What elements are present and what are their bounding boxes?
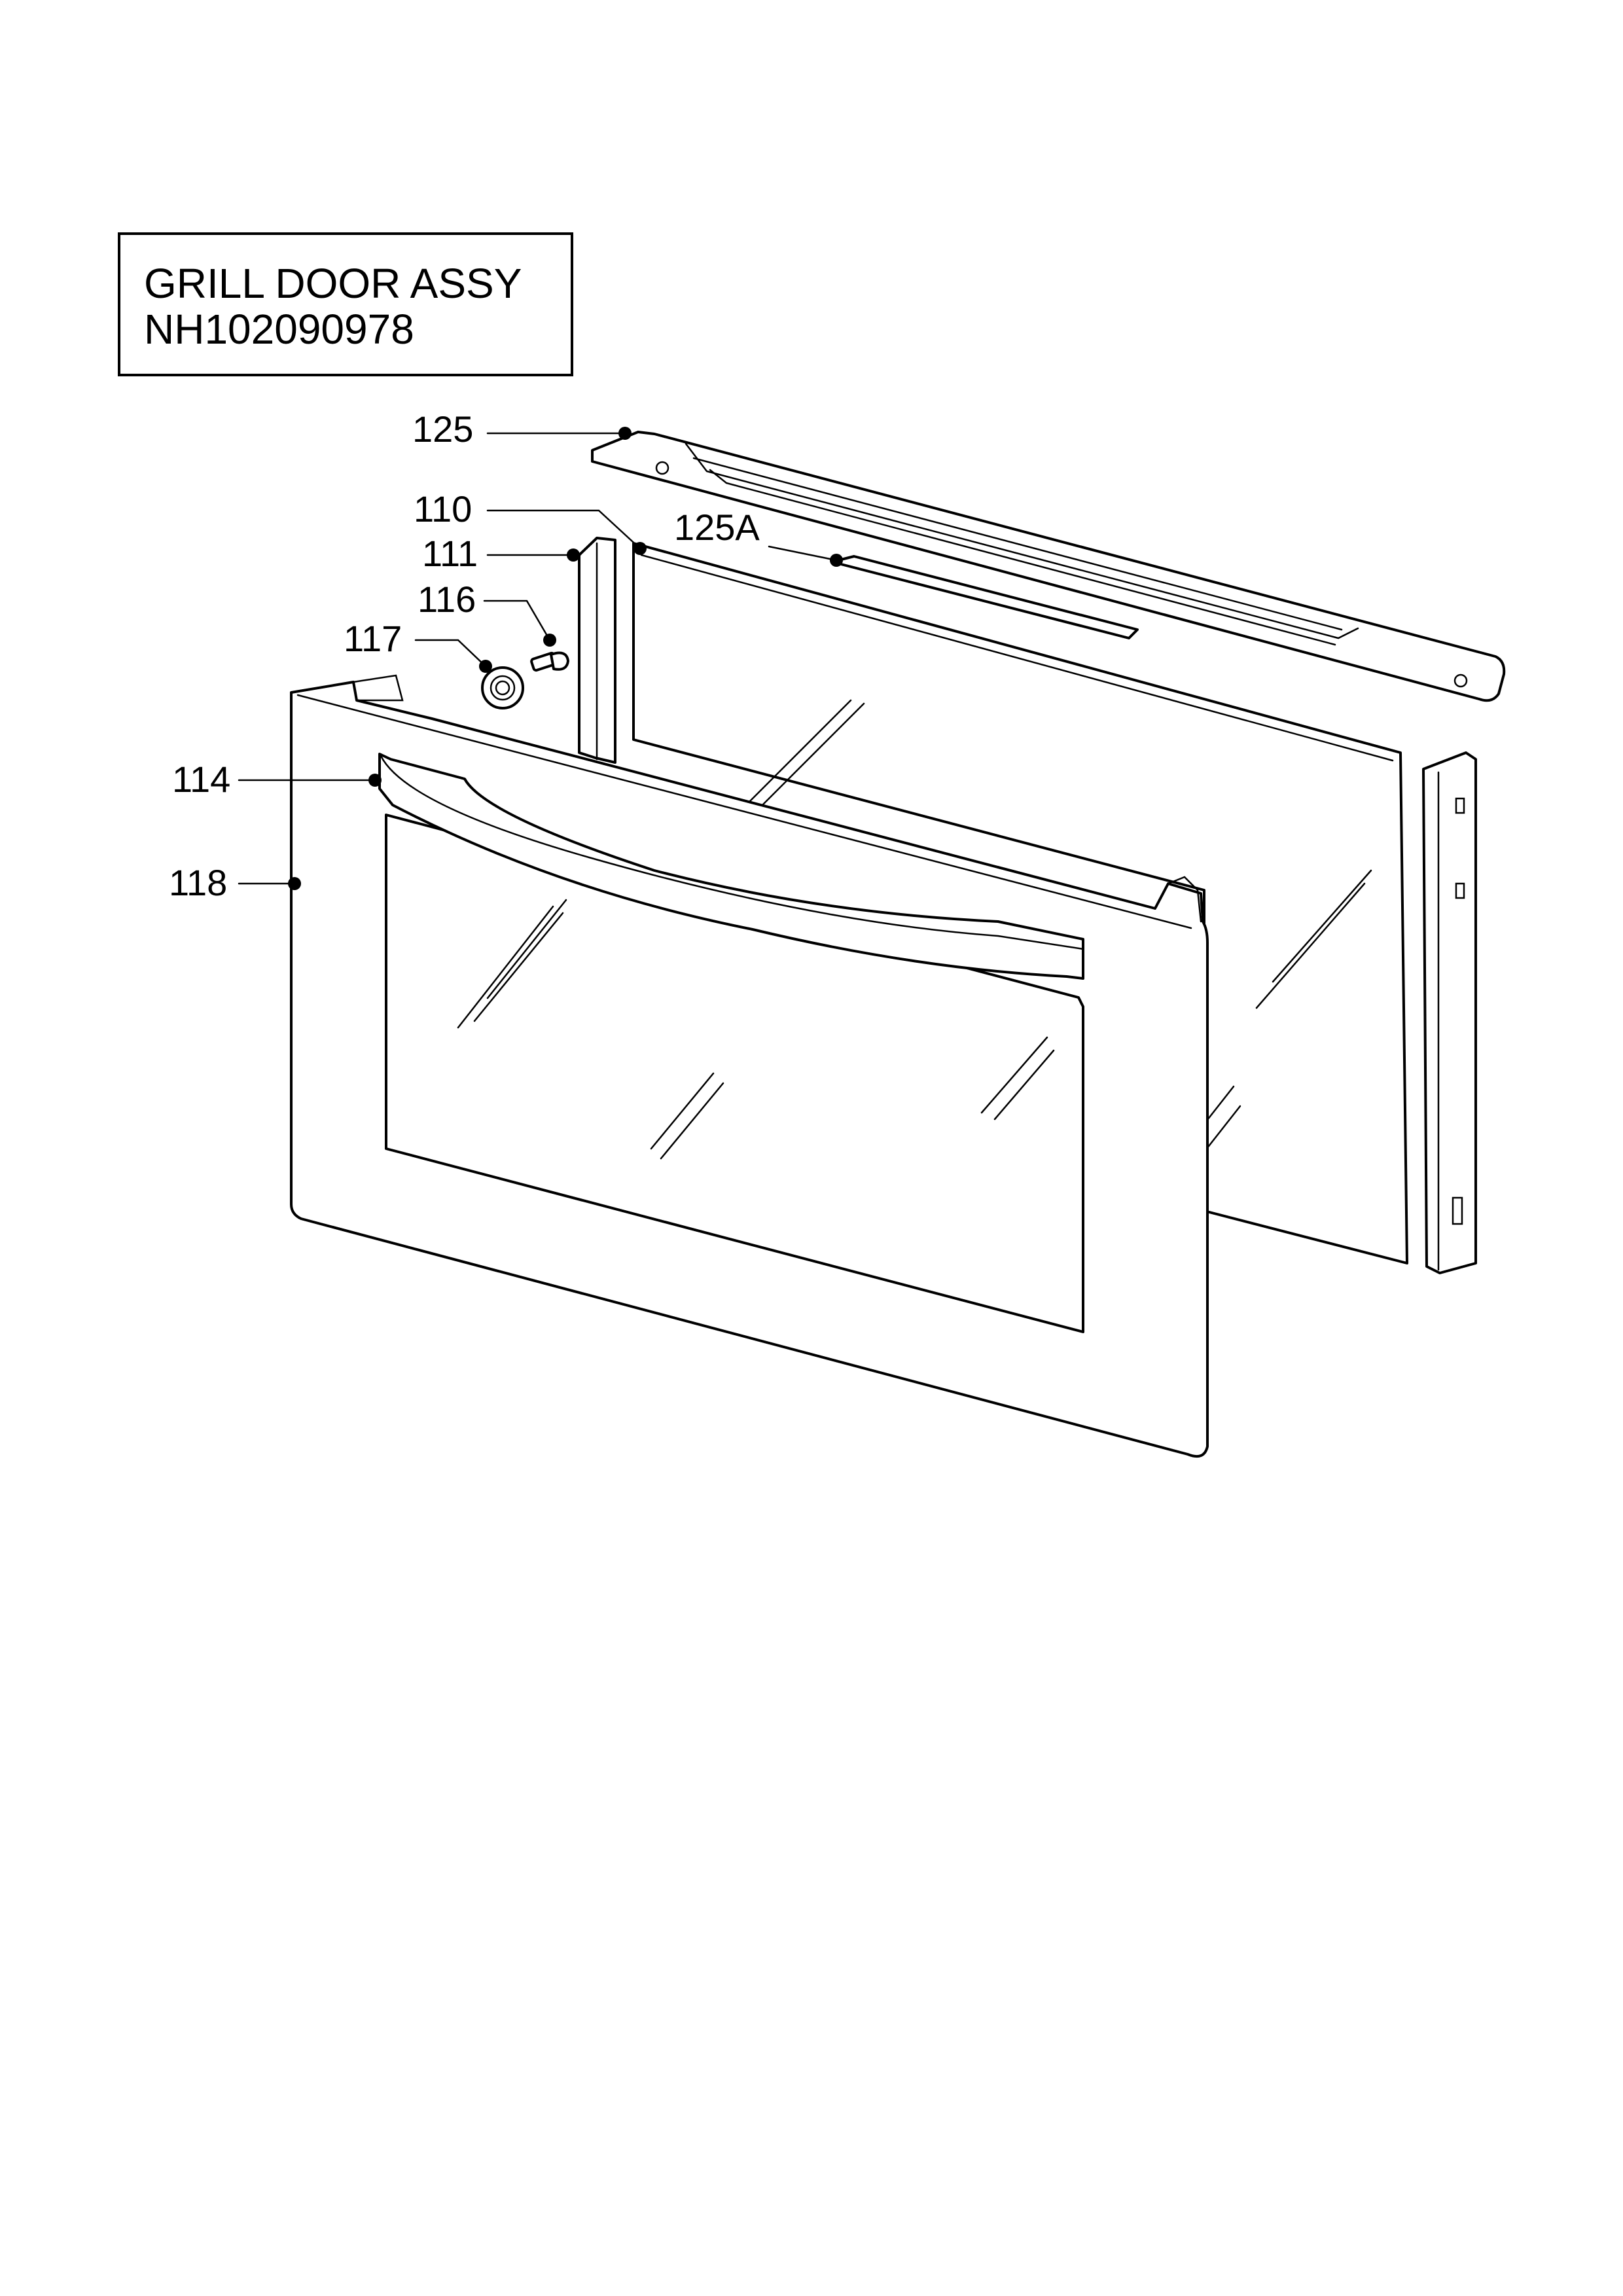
callout-118: 118 bbox=[169, 862, 227, 903]
part-117-grommet bbox=[481, 666, 524, 709]
callout-110: 110 bbox=[414, 488, 472, 529]
assembly-part-number: NH102090978 bbox=[144, 306, 414, 353]
part-125-top-channel bbox=[591, 431, 1506, 702]
part-right-side-strip bbox=[1422, 751, 1477, 1274]
callout-leaders bbox=[238, 427, 843, 890]
title-box: GRILL DOOR ASSY NH102090978 bbox=[118, 232, 573, 376]
part-111-side-seal bbox=[578, 537, 616, 764]
part-116-screw bbox=[530, 651, 569, 672]
callout-111: 111 bbox=[422, 533, 478, 574]
callout-117: 117 bbox=[344, 618, 402, 659]
callout-125: 125 bbox=[412, 408, 473, 450]
callout-116: 116 bbox=[418, 579, 476, 620]
callout-114: 114 bbox=[172, 759, 230, 800]
assembly-title: GRILL DOOR ASSY bbox=[144, 260, 522, 307]
part-114-handle bbox=[378, 753, 1084, 980]
callout-125a: 125A bbox=[674, 507, 760, 548]
